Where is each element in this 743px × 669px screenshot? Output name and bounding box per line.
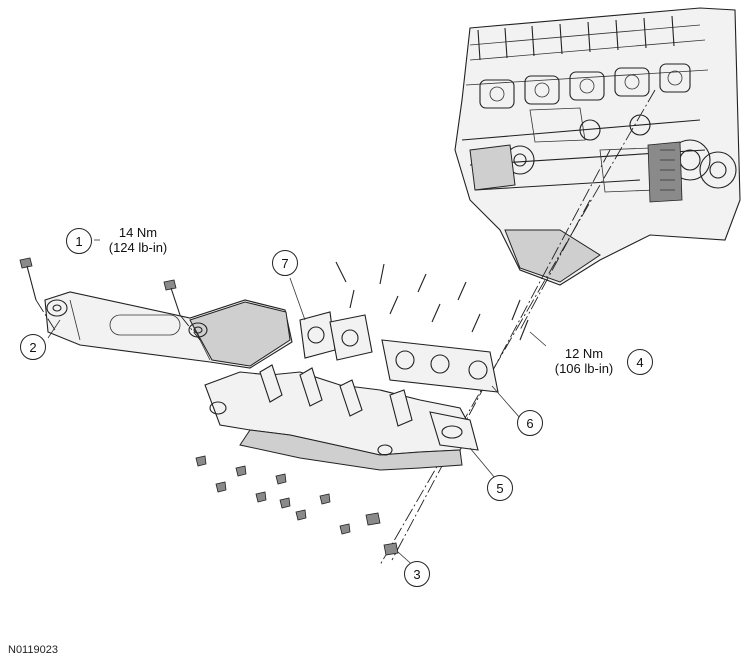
heat-shield: [44, 291, 293, 369]
torque-label-1: 14 Nm (124 lb-in): [100, 225, 176, 255]
exhaust-manifold: [204, 364, 479, 471]
manifold-studs: [335, 261, 529, 341]
manifold-nuts: [195, 455, 399, 556]
engine-block: [454, 7, 741, 286]
figure-id: N0119023: [8, 644, 58, 656]
torque-1-metric: 14 Nm: [118, 225, 158, 240]
alignment-line-a: [379, 89, 656, 566]
callout-3: 3: [404, 561, 430, 587]
torque-label-4: 12 Nm (106 lb-in): [544, 346, 624, 376]
callout-7: 7: [272, 250, 298, 276]
callout-2: 2: [20, 334, 46, 360]
callout-1: 1: [66, 228, 92, 254]
torque-4-metric: 12 Nm: [564, 346, 604, 361]
alignment-line-c: [519, 199, 591, 331]
gasket-item-6: [381, 339, 499, 393]
torque-1-imperial: (124 lb-in): [108, 240, 168, 255]
gasket-item-7: [299, 311, 373, 361]
alignment-line-b: [391, 149, 611, 561]
torque-4-imperial: (106 lb-in): [554, 361, 614, 376]
callout-5: 5: [487, 475, 513, 501]
callout-4: 4: [627, 349, 653, 375]
heat-shield-bolt-left: [19, 257, 56, 331]
heat-shield-bolt-right: [163, 279, 201, 341]
callout-6: 6: [517, 410, 543, 436]
